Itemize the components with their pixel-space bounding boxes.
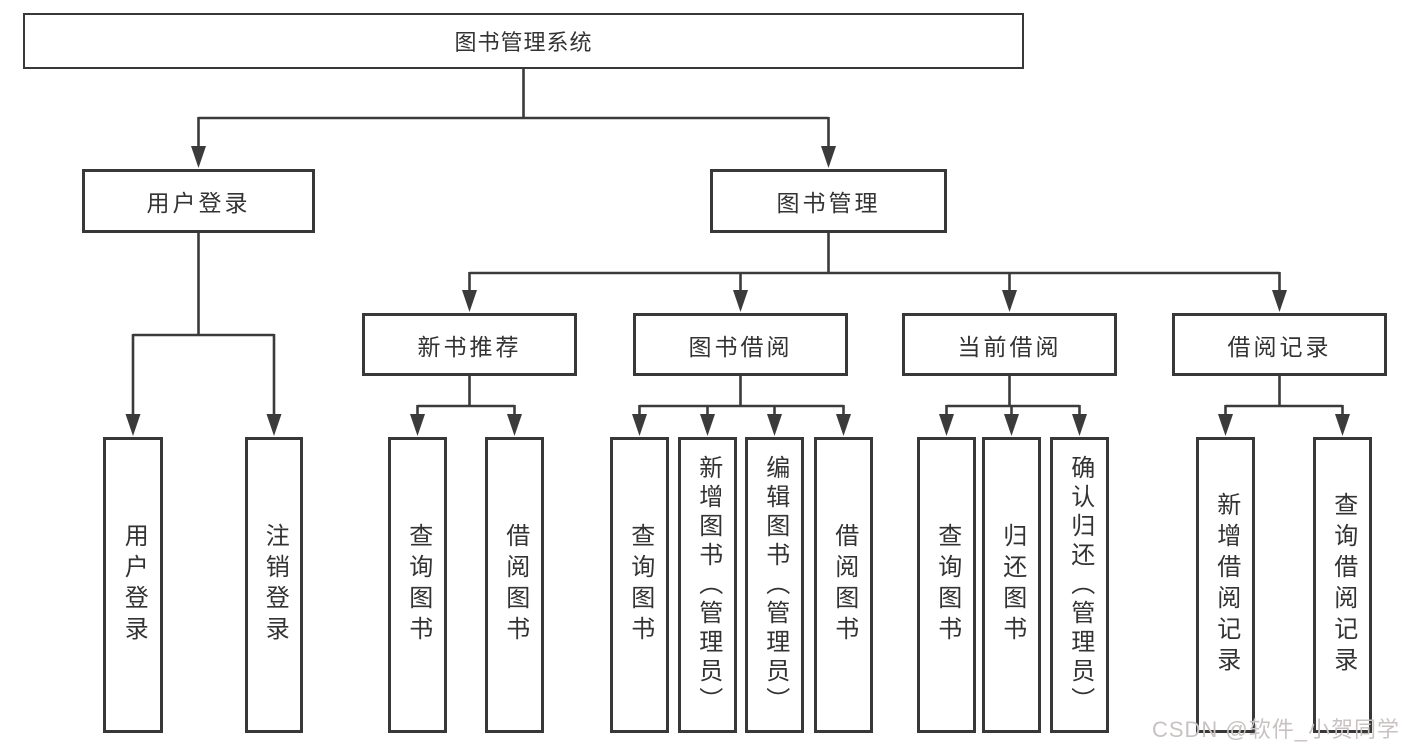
connector-current-borrow-split bbox=[945, 376, 1081, 416]
connector-book-management-split bbox=[468, 233, 1281, 292]
node-book-management-label: 图书管理 bbox=[776, 190, 881, 216]
node-current-borrow-label: 当前借阅 bbox=[957, 333, 1062, 360]
node-book-management: 图书管理 bbox=[710, 169, 947, 233]
connector-user-login-split bbox=[131, 233, 276, 416]
arrowheads bbox=[125, 146, 1350, 436]
node-book-borrow-label: 图书借阅 bbox=[688, 333, 793, 360]
leaf-query-books-recommend: 查询图书 bbox=[388, 437, 447, 733]
node-new-book-recommend: 新书推荐 bbox=[362, 313, 577, 376]
leaf-add-borrow-record: 新增借阅记录 bbox=[1196, 437, 1255, 733]
node-user-login-label: 用户登录 bbox=[146, 190, 251, 216]
leaf-user-login: 用户登录 bbox=[103, 437, 163, 733]
leaf-confirm-return-admin: 确认归还（管理员） bbox=[1050, 437, 1109, 733]
node-new-book-recommend-label: 新书推荐 bbox=[417, 333, 522, 360]
leaf-borrow-books: 借阅图书 bbox=[814, 437, 873, 733]
leaf-add-book-admin: 新增图书（管理员） bbox=[678, 437, 737, 733]
connector-new-book-split bbox=[416, 376, 516, 416]
node-current-borrow: 当前借阅 bbox=[902, 313, 1117, 376]
node-root-label: 图书管理系统 bbox=[454, 30, 593, 55]
leaf-logout: 注销登录 bbox=[245, 437, 303, 733]
leaf-edit-book-admin: 编辑图书（管理员） bbox=[745, 437, 804, 733]
leaf-borrow-books-recommend: 借阅图书 bbox=[485, 437, 544, 733]
connector-root-split bbox=[197, 69, 830, 148]
node-root: 图书管理系统 bbox=[23, 13, 1024, 69]
node-user-login: 用户登录 bbox=[82, 169, 315, 233]
leaf-return-books: 归还图书 bbox=[982, 437, 1041, 733]
node-borrow-records: 借阅记录 bbox=[1172, 313, 1387, 376]
leaf-query-books-current: 查询图书 bbox=[917, 437, 976, 733]
connector-book-borrow-split bbox=[638, 376, 845, 416]
leaf-query-books-borrow: 查询图书 bbox=[610, 437, 669, 733]
leaf-query-borrow-record: 查询借阅记录 bbox=[1313, 437, 1372, 733]
node-book-borrow: 图书借阅 bbox=[633, 313, 848, 376]
connector-borrow-records-split bbox=[1224, 376, 1344, 416]
node-borrow-records-label: 借阅记录 bbox=[1227, 333, 1332, 360]
watermark: CSDN @软件_小贺同学 bbox=[1151, 717, 1400, 742]
